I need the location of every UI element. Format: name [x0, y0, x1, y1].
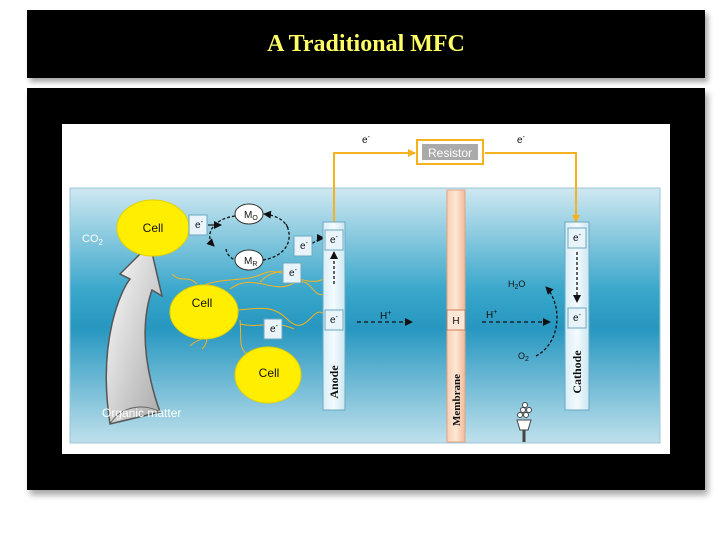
proton-anode-label: H+: [380, 310, 391, 322]
svg-text:e-: e-: [270, 323, 279, 335]
air-sparger-icon: [516, 402, 532, 442]
anode-electron-top: e-: [330, 234, 339, 246]
electron-token: e-: [188, 214, 208, 236]
mo-label: MO: [244, 210, 258, 222]
anode-electron-bottom: e-: [330, 314, 339, 326]
mfc-diagram-svg: Resistor e- e- Organic matter CO2 Cell C…: [69, 134, 661, 444]
svg-text:e-: e-: [289, 267, 298, 279]
wire-anode-to-resistor: [333, 149, 416, 222]
anode-label: Anode: [327, 365, 341, 399]
mfc-diagram: Resistor e- e- Organic matter CO2 Cell C…: [62, 124, 670, 454]
svg-text:e-: e-: [195, 219, 204, 231]
slide-title: A Traditional MFC: [267, 30, 465, 57]
resistor-fill: [422, 144, 478, 160]
mediator-oxidized: [234, 203, 264, 225]
title-bar: A Traditional MFC: [27, 10, 705, 78]
h2o-label: H2O: [508, 279, 525, 291]
o2-label: O2: [518, 351, 529, 363]
mr-label: MR: [244, 256, 257, 268]
co2-label: CO2: [82, 233, 104, 247]
proton-cathode-label: H+: [486, 309, 497, 321]
electron-token: e-: [282, 262, 302, 284]
cathode-electron-bottom: e-: [573, 312, 582, 324]
wire-electron-left: e-: [362, 134, 371, 146]
cell-bottom-label: Cell: [259, 366, 280, 380]
organic-matter-label: Organic matter: [102, 406, 181, 420]
cathode-electron-top: e-: [573, 232, 582, 244]
cell-bottom: [234, 346, 302, 404]
cell-middle: [169, 284, 239, 340]
electron-token: e-: [263, 318, 283, 340]
membrane-label: Membrane: [451, 374, 463, 426]
cathode-label: Cathode: [570, 350, 584, 394]
membrane-h-label: H: [452, 316, 459, 327]
resistor-label: Resistor: [428, 146, 472, 160]
svg-text:e-: e-: [300, 240, 309, 252]
wire-resistor-to-cathode: [485, 152, 580, 223]
electron-token: e-: [293, 235, 313, 257]
cell-top-label: Cell: [143, 221, 164, 235]
wire-electron-right: e-: [517, 134, 526, 146]
cell-middle-label: Cell: [192, 296, 213, 310]
